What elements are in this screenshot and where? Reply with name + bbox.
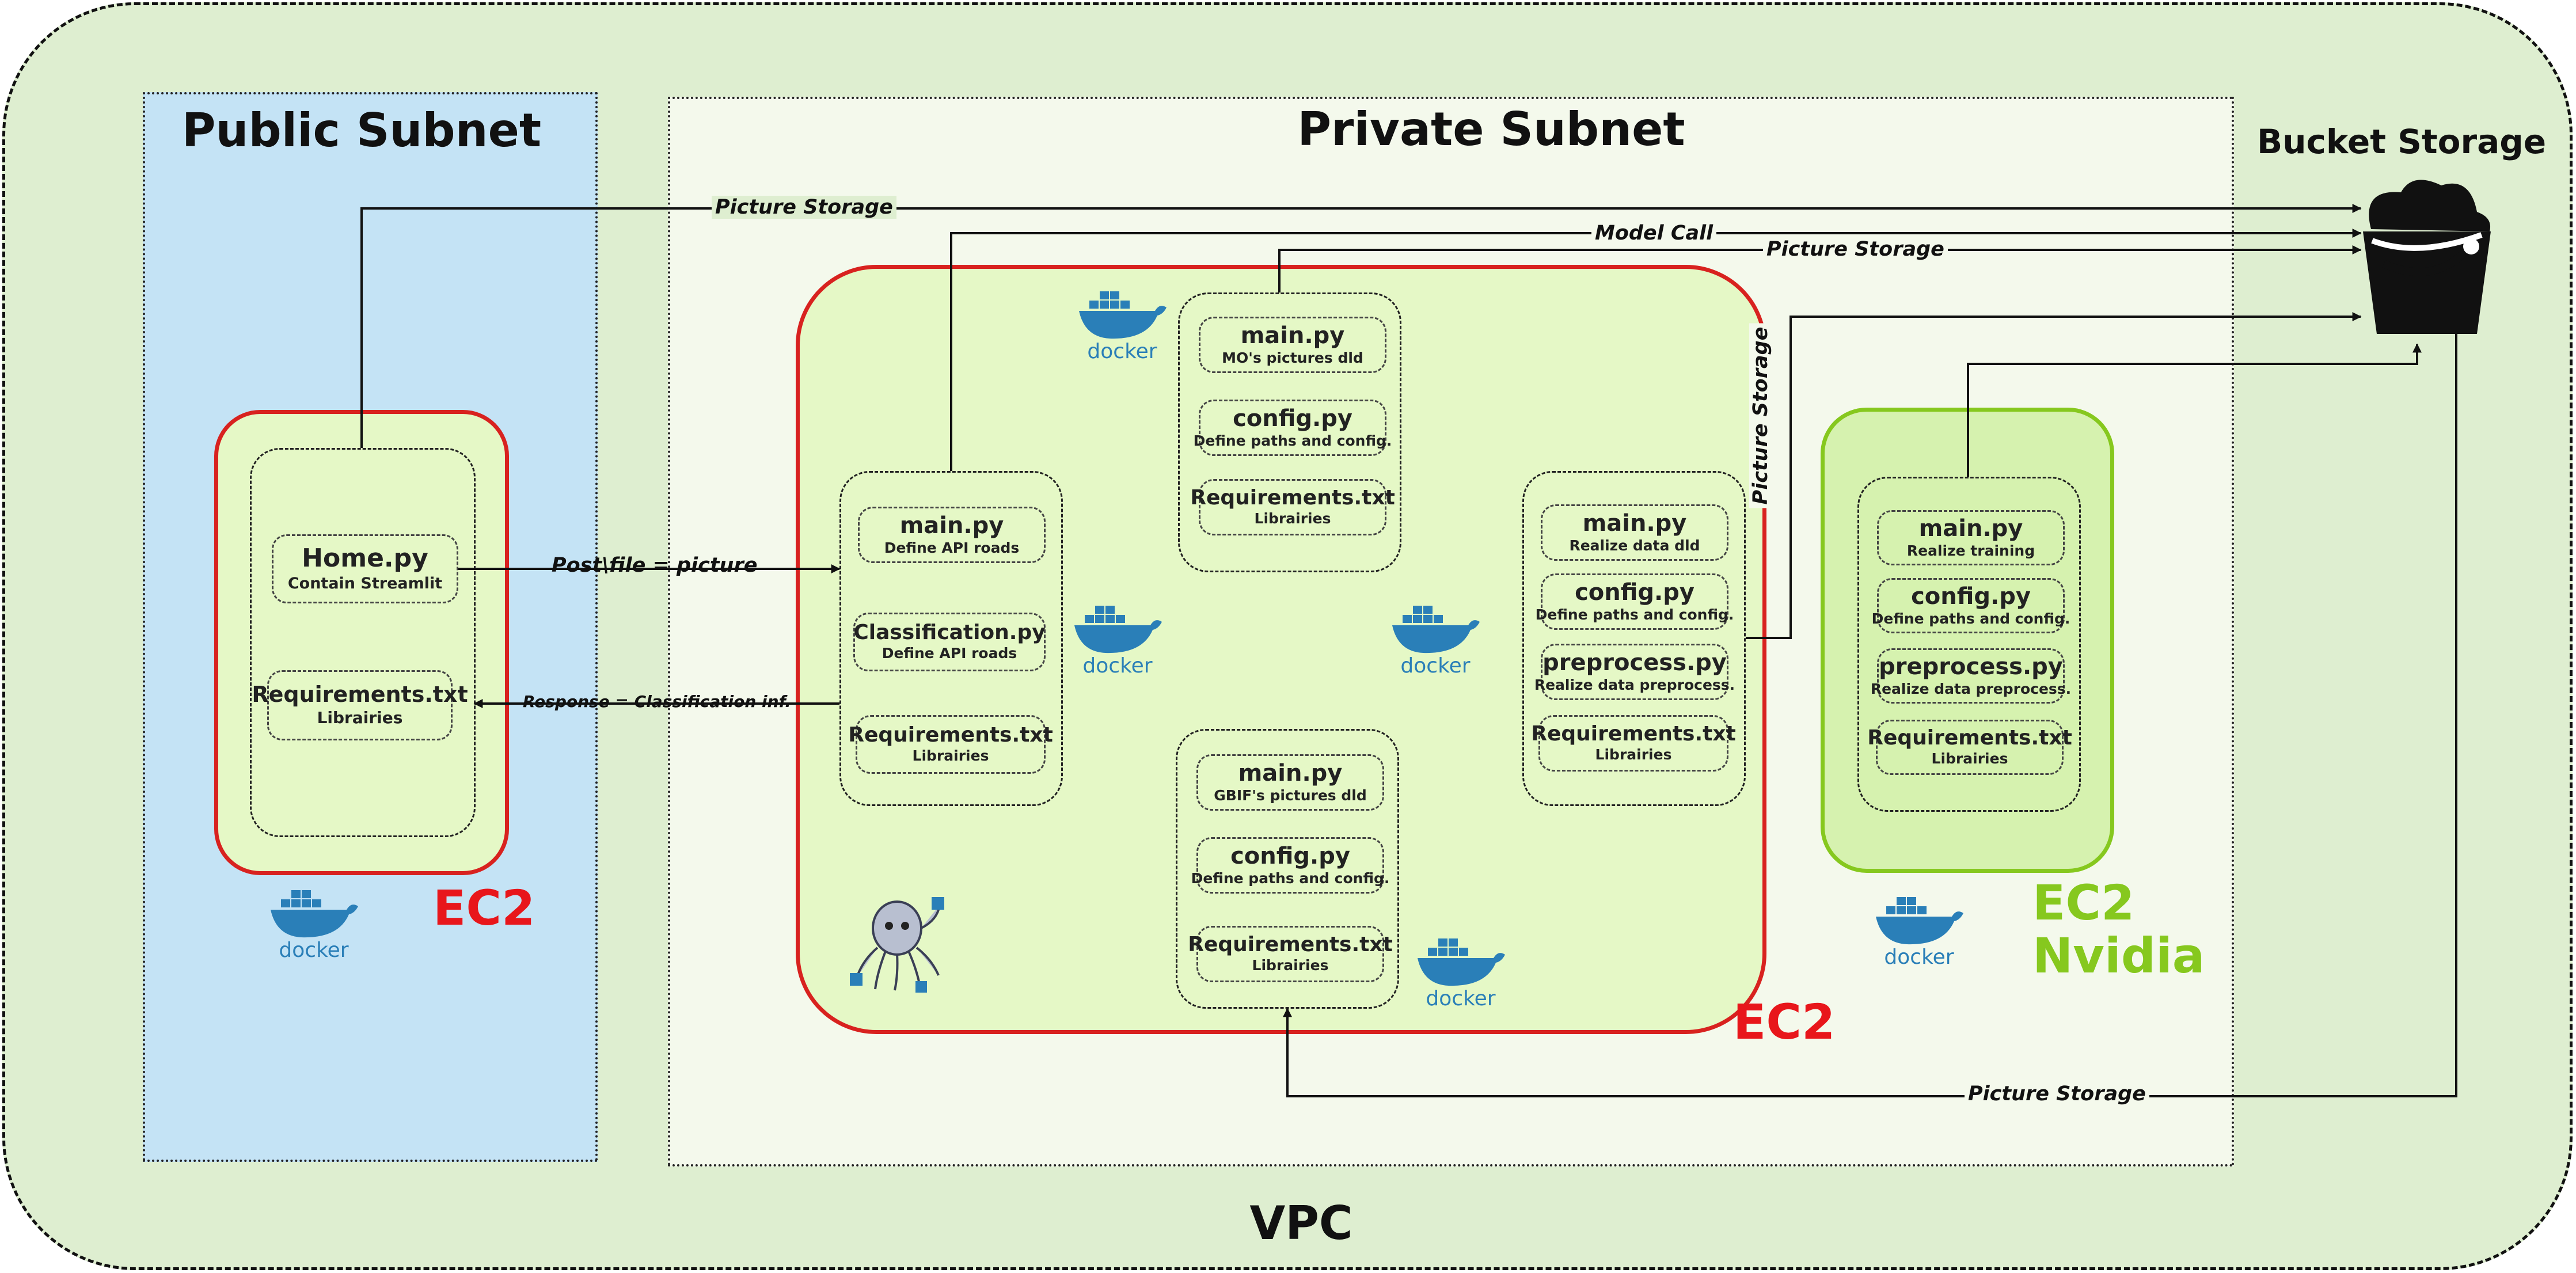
edge-label-picture-storage-top: Picture Storage <box>712 196 896 219</box>
bucket-storage-title: Bucket Storage <box>2257 122 2547 161</box>
file-name: Requirements.txt <box>848 723 1053 747</box>
api-container <box>839 471 1063 806</box>
file-requirements-streamlit: Requirements.txt Librairies <box>252 670 468 740</box>
docker-whale-icon: docker <box>1412 928 1510 1010</box>
edge-line-training-bucket <box>1967 343 2422 477</box>
file-name: Home.py <box>302 544 428 573</box>
vpc-title: VPC <box>1249 1196 1353 1250</box>
file-description: Librairies <box>912 747 989 765</box>
file-home-py: Home.py Contain Streamlit <box>272 534 458 603</box>
edge-label-post-request: Post\file = picture <box>552 554 758 577</box>
edge-line-picture-storage-bottom <box>1283 295 2461 1097</box>
file-name: Requirements.txt <box>252 681 468 707</box>
docker-text: docker <box>1082 654 1152 676</box>
file-requirements-api: Requirements.txt Librairies <box>848 715 1053 774</box>
docker-whale-icon: docker <box>1386 595 1484 678</box>
edge-label-picture-storage-bottom: Picture Storage <box>1965 1082 2149 1105</box>
edge-label-picture-storage-second: Picture Storage <box>1763 238 1948 261</box>
edge-label-model-call: Model Call <box>1591 222 1717 245</box>
file-main-py-api: main.py Define API roads <box>858 507 1046 563</box>
octopus-icon <box>850 897 944 993</box>
file-description: Contain Streamlit <box>287 574 443 592</box>
docker-whale-icon: docker <box>265 880 363 962</box>
docker-text: docker <box>1087 340 1157 362</box>
public-subnet-title: Public Subnet <box>181 104 542 157</box>
docker-text: docker <box>1426 987 1495 1009</box>
ec2-streamlit-instance <box>214 410 509 875</box>
docker-text: docker <box>1400 654 1470 676</box>
edge-line-picture-storage-top <box>360 204 2362 448</box>
file-description: Librairies <box>317 708 403 727</box>
docker-whale-icon: docker <box>1069 595 1167 678</box>
file-name: Classification.py <box>853 621 1046 645</box>
file-description: Define API roads <box>884 539 1020 556</box>
edge-label-response: Response = Classification inf. <box>523 692 791 711</box>
file-classification-py: Classification.py Define API roads <box>853 613 1046 671</box>
docker-text: docker <box>279 938 348 960</box>
ec2-left-label: EC2 <box>433 880 535 936</box>
streamlit-container <box>250 448 476 837</box>
docker-text: docker <box>1884 945 1954 967</box>
edge-line-picture-storage-mo <box>1278 245 2362 292</box>
private-subnet-title: Private Subnet <box>1297 102 1685 156</box>
edge-label-picture-storage-vertical: Picture Storage <box>1749 323 1772 508</box>
bucket-icon <box>2363 180 2491 334</box>
file-name: main.py <box>899 512 1004 539</box>
edge-line-model-call <box>950 229 2362 471</box>
docker-whale-icon: docker <box>1073 281 1171 363</box>
file-description: Define API roads <box>882 645 1017 662</box>
docker-whale-icon: docker <box>1870 887 1968 969</box>
